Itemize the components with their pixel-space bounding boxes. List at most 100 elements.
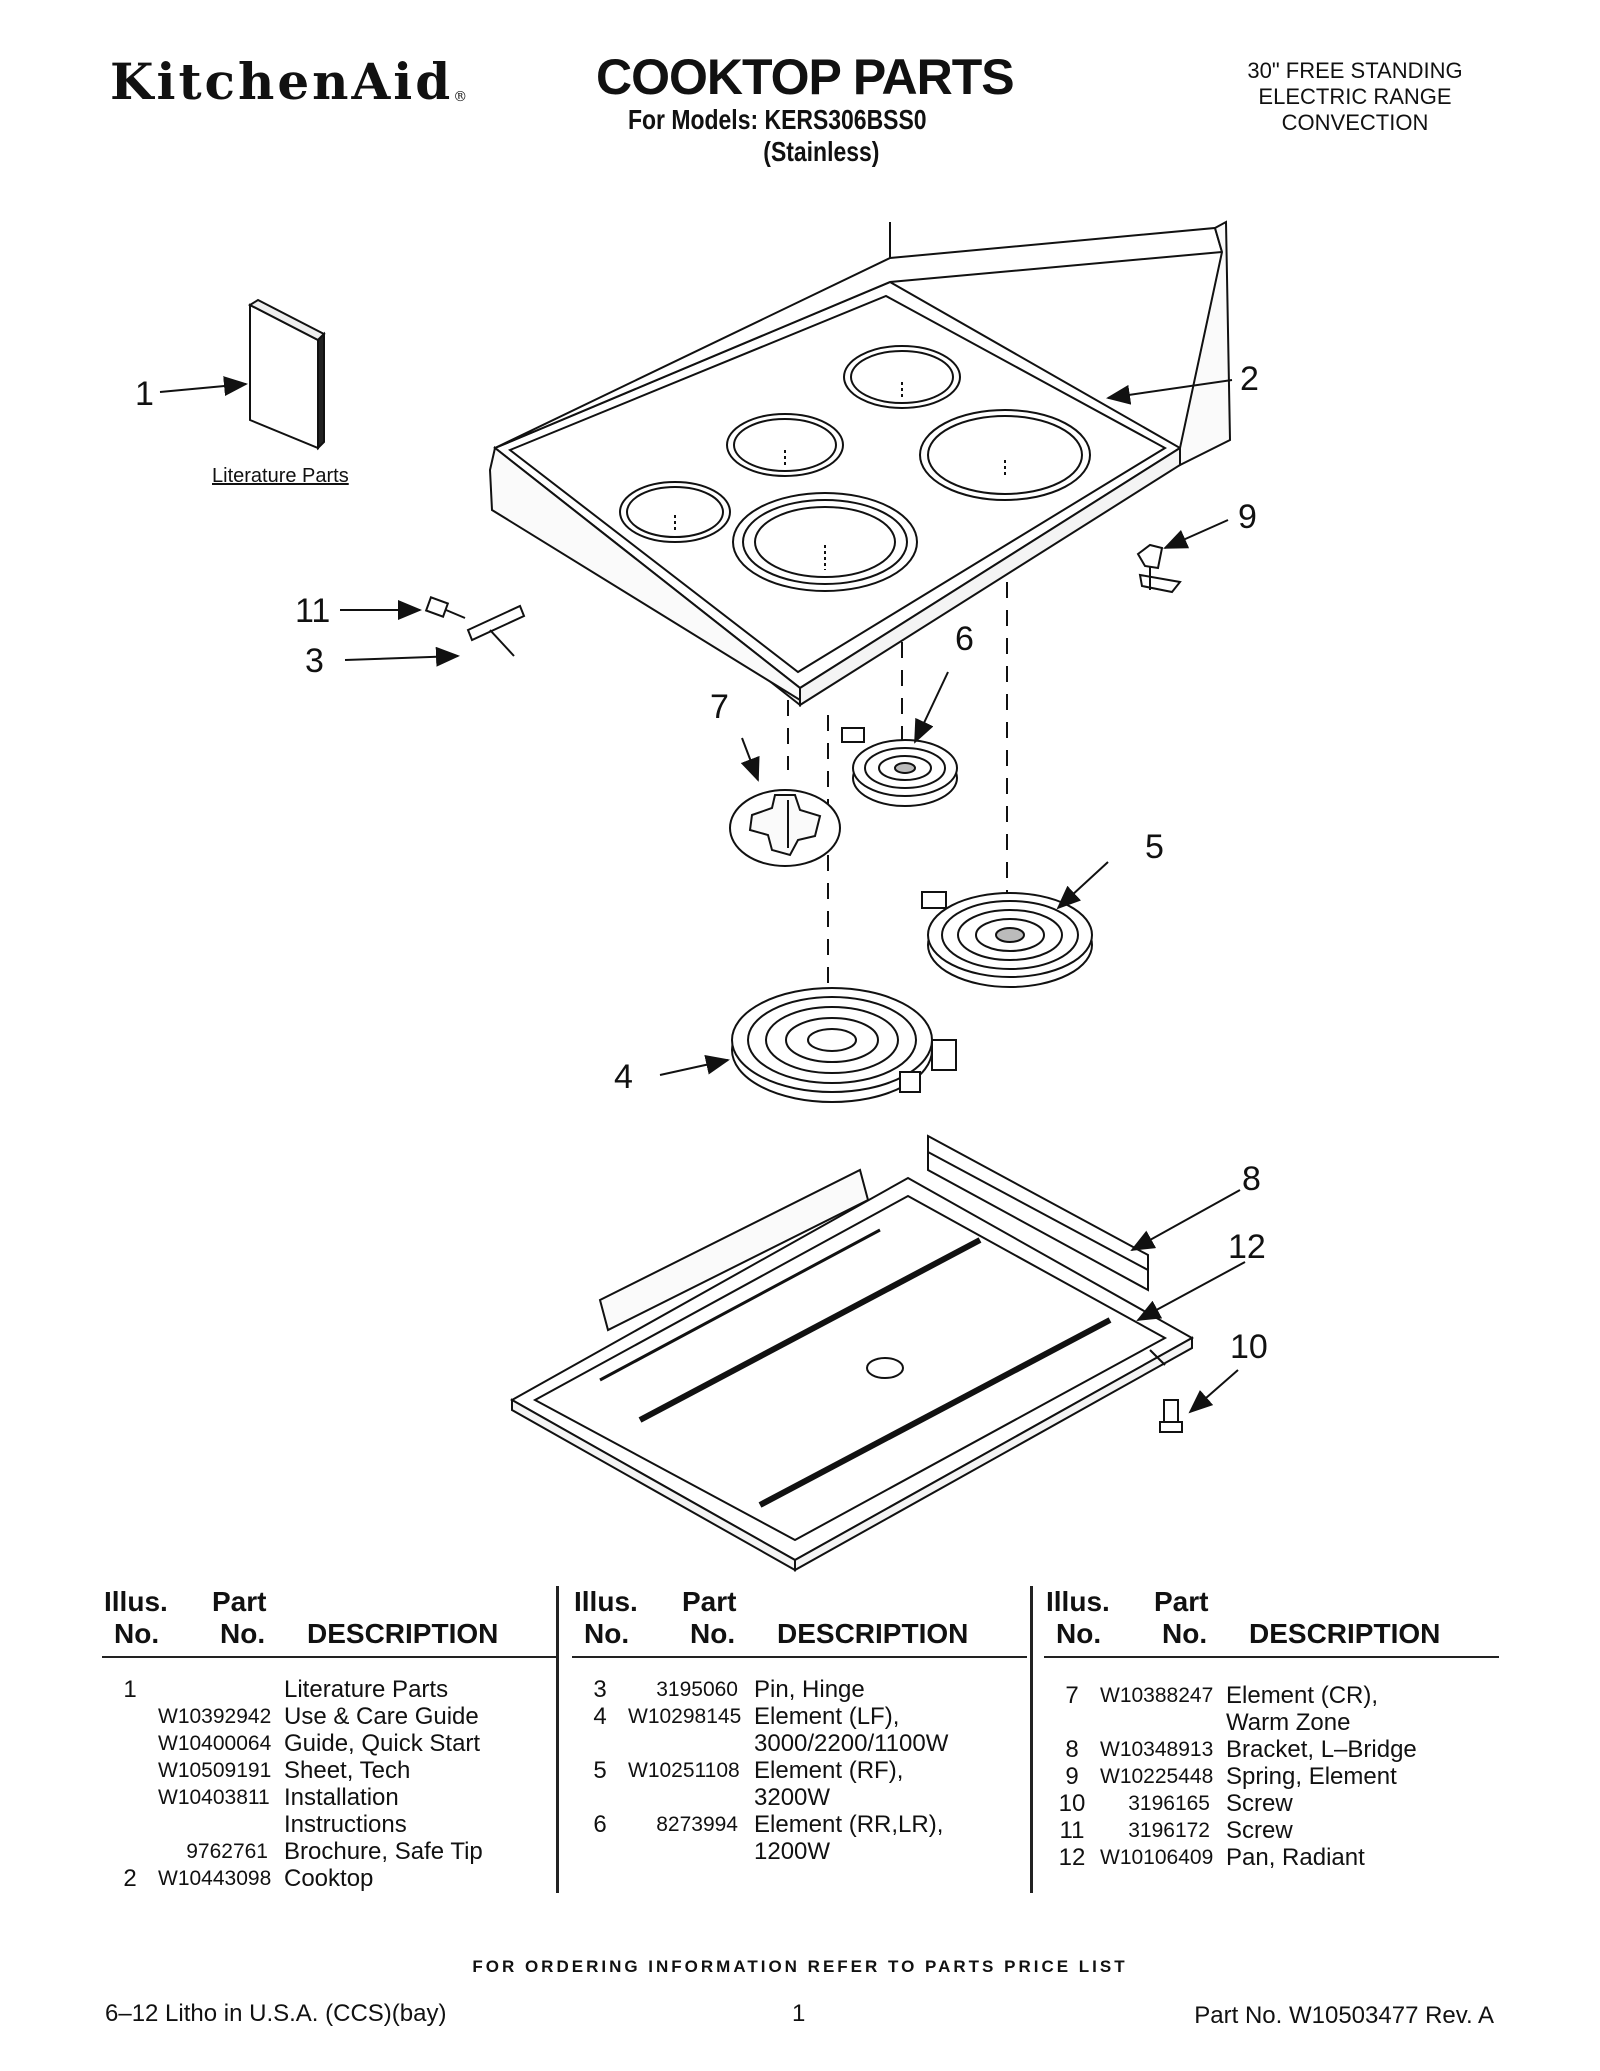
table-row: 3 3195060 Pin, Hinge	[572, 1676, 1027, 1703]
exploded-parts-diagram: 1 2 9 11 3 6 7 5 4 8 12 10	[135, 220, 1268, 1572]
screw	[1159, 1399, 1183, 1433]
illus-no	[102, 1811, 158, 1838]
document-part-number: Part No. W10503477 Rev. A	[1194, 2002, 1494, 2029]
table-row: W10509191 Sheet, Tech	[102, 1757, 557, 1784]
table-row: Warm Zone	[1044, 1709, 1499, 1736]
illus-no: 9	[1065, 1763, 1079, 1790]
callout-number: 11	[295, 592, 330, 630]
column-divider	[556, 1586, 559, 1893]
callout-arrow	[159, 376, 248, 396]
table-header: Illus. No. Part No. DESCRIPTION	[1044, 1586, 1499, 1658]
table-row: 3200W	[572, 1784, 1027, 1811]
illus-header: Illus.	[574, 1586, 638, 1617]
screw-and-hinge-pin	[424, 596, 526, 657]
illus-header: No.	[584, 1618, 630, 1649]
part-no	[158, 1676, 284, 1703]
ordering-note: FOR ORDERING INFORMATION REFER TO PARTS …	[472, 1957, 1128, 1976]
callout-arrow	[344, 646, 460, 667]
callout-number: 7	[710, 688, 729, 726]
illus-header: No.	[1056, 1618, 1102, 1649]
part-description: Element (LF),	[754, 1703, 900, 1730]
range-info-line: 30" FREE STANDING	[1247, 58, 1463, 83]
callout-arrow	[1188, 1369, 1239, 1414]
part-no: W10403811	[158, 1786, 270, 1809]
illus-no: 11	[1059, 1817, 1085, 1844]
part-no: W10400064	[158, 1732, 272, 1755]
table-header: Illus. No. Part No. DESCRIPTION	[572, 1586, 1027, 1658]
callout-arrow	[1163, 519, 1229, 549]
illus-no: 5	[593, 1757, 607, 1784]
callout-number: 4	[614, 1058, 633, 1096]
cooktop	[488, 220, 1232, 708]
illus-no	[102, 1703, 158, 1730]
part-no: W10388247	[1100, 1684, 1214, 1707]
part-no: W10509191	[158, 1759, 272, 1782]
part-description: Element (CR),	[1226, 1682, 1379, 1709]
finish-label: (Stainless)	[763, 136, 880, 167]
part-description: Use & Care Guide	[284, 1703, 479, 1730]
part-header: Part	[1154, 1586, 1209, 1617]
callout-number: 8	[1242, 1160, 1261, 1198]
illus-no: 12	[1058, 1844, 1086, 1871]
part-description: Pin, Hinge	[754, 1676, 865, 1703]
part-description: Spring, Element	[1226, 1763, 1397, 1790]
model-info: For Models: KERS306BSS0 (Stainless)	[628, 104, 927, 168]
illus-header: No.	[114, 1618, 160, 1649]
range-info-line: CONVECTION	[1281, 110, 1429, 135]
part-description: Sheet, Tech	[284, 1757, 411, 1784]
part-no: W10225448	[1100, 1765, 1214, 1788]
illus-no: 6	[593, 1811, 607, 1838]
table-row: 1200W	[572, 1838, 1027, 1865]
part-description: Warm Zone	[1226, 1709, 1351, 1736]
part-description: Literature Parts	[284, 1676, 449, 1703]
table-row: W10403811 Installation	[102, 1784, 557, 1811]
litho-info: 6–12 Litho in U.S.A. (CCS)(bay)	[105, 2000, 447, 2027]
callout-number: 1	[135, 375, 154, 413]
literature-booklet	[247, 298, 326, 451]
part-description: Element (RR,LR),	[754, 1811, 944, 1838]
callout-arrow	[659, 1054, 730, 1076]
element-rf	[921, 891, 1093, 988]
callout-number: 3	[305, 642, 324, 680]
page-number: 1	[792, 2000, 806, 2027]
part-header: Part	[212, 1586, 267, 1617]
illus-no	[572, 1784, 628, 1811]
part-description: Instructions	[284, 1811, 407, 1838]
illus-no: 10	[1058, 1790, 1086, 1817]
range-description: 30" FREE STANDING ELECTRIC RANGE CONVECT…	[1210, 58, 1500, 136]
part-description: 3200W	[754, 1784, 831, 1811]
l-bridge-bracket	[927, 1134, 1149, 1292]
callout-arrow	[740, 737, 760, 782]
callout-number: 10	[1230, 1328, 1268, 1366]
part-no	[1100, 1709, 1226, 1736]
part-header: No.	[220, 1618, 266, 1649]
illus-no	[572, 1838, 628, 1865]
part-no: 3196165	[1128, 1792, 1210, 1815]
callout-arrow	[1130, 1189, 1241, 1251]
literature-parts-label: Literature Parts	[212, 465, 349, 487]
part-description: Element (RF),	[754, 1757, 904, 1784]
illus-header: Illus.	[104, 1586, 168, 1617]
illus-no: 3	[593, 1676, 607, 1703]
callout-arrow	[1056, 861, 1109, 910]
part-no: 3195060	[656, 1678, 738, 1701]
callout-number: 2	[1240, 360, 1259, 398]
part-description: Installation	[284, 1784, 399, 1811]
callout-arrow	[1136, 1261, 1246, 1321]
brand-logo: KitchenAid®	[110, 52, 468, 111]
description-header: DESCRIPTION	[777, 1618, 969, 1649]
callout-number: 5	[1145, 828, 1164, 866]
part-no	[628, 1730, 754, 1757]
models-line: For Models: KERS306BSS0	[628, 104, 927, 135]
illus-no	[102, 1730, 158, 1757]
illus-no: 8	[1065, 1736, 1079, 1763]
part-description: Brochure, Safe Tip	[284, 1838, 483, 1865]
